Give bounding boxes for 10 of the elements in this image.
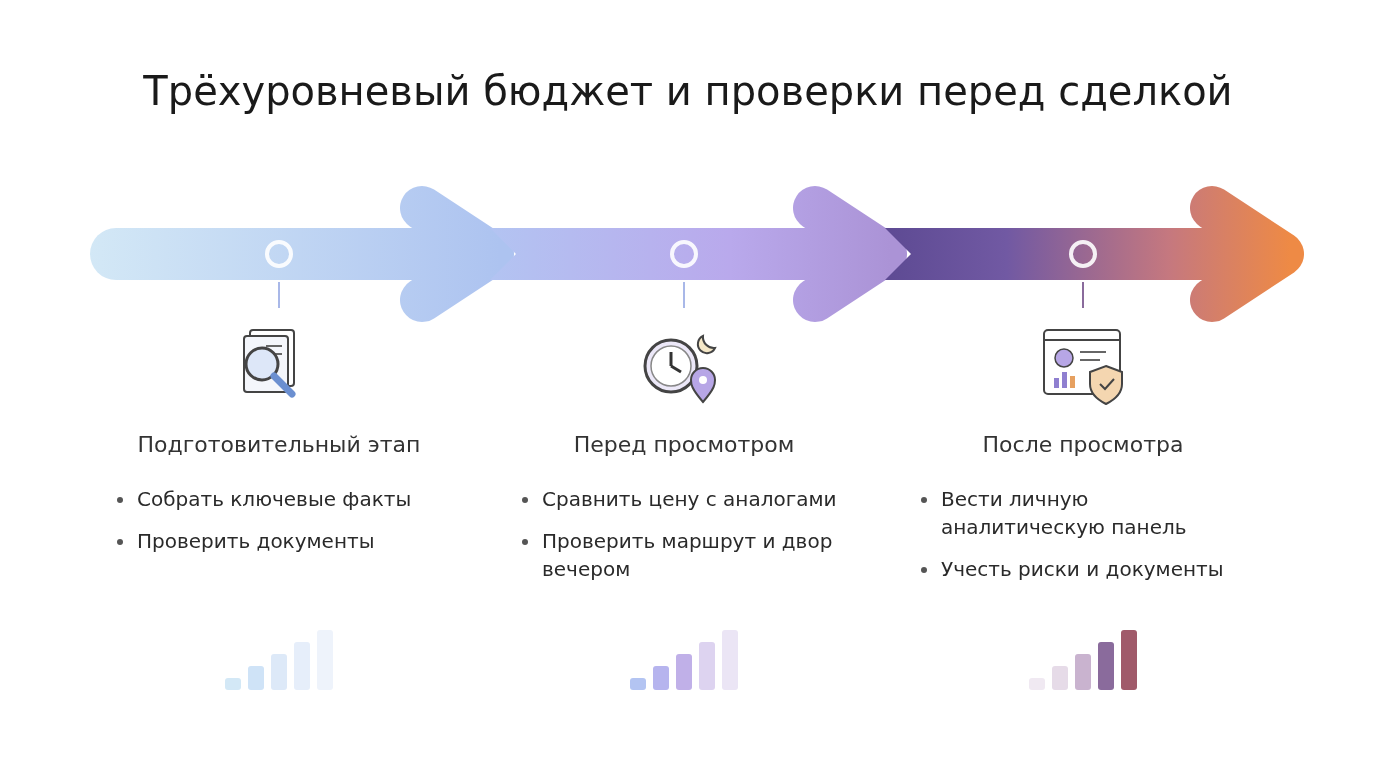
stage-heading: Перед просмотром [573,432,795,457]
stage-heading: Подготовительный этап [137,432,421,457]
bullet-item: Учесть риски и документы [941,557,1224,581]
bullet-item: Сравнить цену с аналогами [542,487,837,511]
stage-heading: После просмотра [982,432,1184,457]
bullet-item: Проверить документы [137,529,375,553]
bullet-item: Вести личную аналитическую панель [941,487,1187,539]
diagram-title: Трёхуровневый бюджет и проверки перед сделкой [142,68,1234,114]
bullet-item: Собрать ключевые факты [137,487,412,511]
bullet-item: Проверить маршрут и двор вечером [542,529,833,581]
